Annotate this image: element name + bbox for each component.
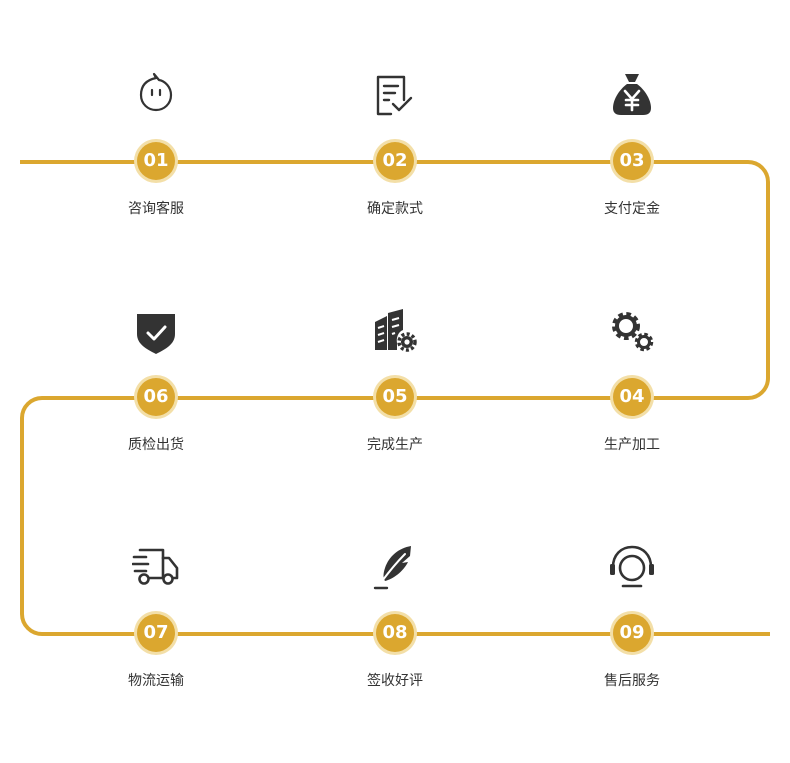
headset-icon	[608, 544, 656, 592]
step-number-badge: 06	[137, 378, 175, 416]
step-label: 咨询客服	[128, 201, 184, 217]
checklist-document-icon	[371, 72, 419, 120]
step-number-badge: 07	[137, 614, 175, 652]
step-number-badge: 08	[376, 614, 414, 652]
delivery-truck-icon	[132, 544, 180, 592]
money-bag-yen-icon	[608, 72, 656, 120]
step-label: 生产加工	[604, 437, 660, 453]
step-label: 售后服务	[604, 673, 660, 689]
step-number-badge: 09	[613, 614, 651, 652]
step-label: 签收好评	[367, 673, 423, 689]
gears-icon	[608, 308, 656, 356]
factory-building-gear-icon	[371, 308, 419, 356]
step-label: 质检出货	[128, 437, 184, 453]
step-label: 支付定金	[604, 201, 660, 217]
chat-bubble-icon	[132, 72, 180, 120]
feather-icon	[371, 544, 419, 592]
step-label: 物流运输	[128, 673, 184, 689]
step-label: 确定款式	[367, 201, 423, 217]
step-number-badge: 01	[137, 142, 175, 180]
step-number-badge: 04	[613, 378, 651, 416]
step-number-badge: 02	[376, 142, 414, 180]
step-number-badge: 03	[613, 142, 651, 180]
shield-check-icon	[132, 308, 180, 356]
step-number-badge: 05	[376, 378, 414, 416]
step-label: 完成生产	[367, 437, 423, 453]
